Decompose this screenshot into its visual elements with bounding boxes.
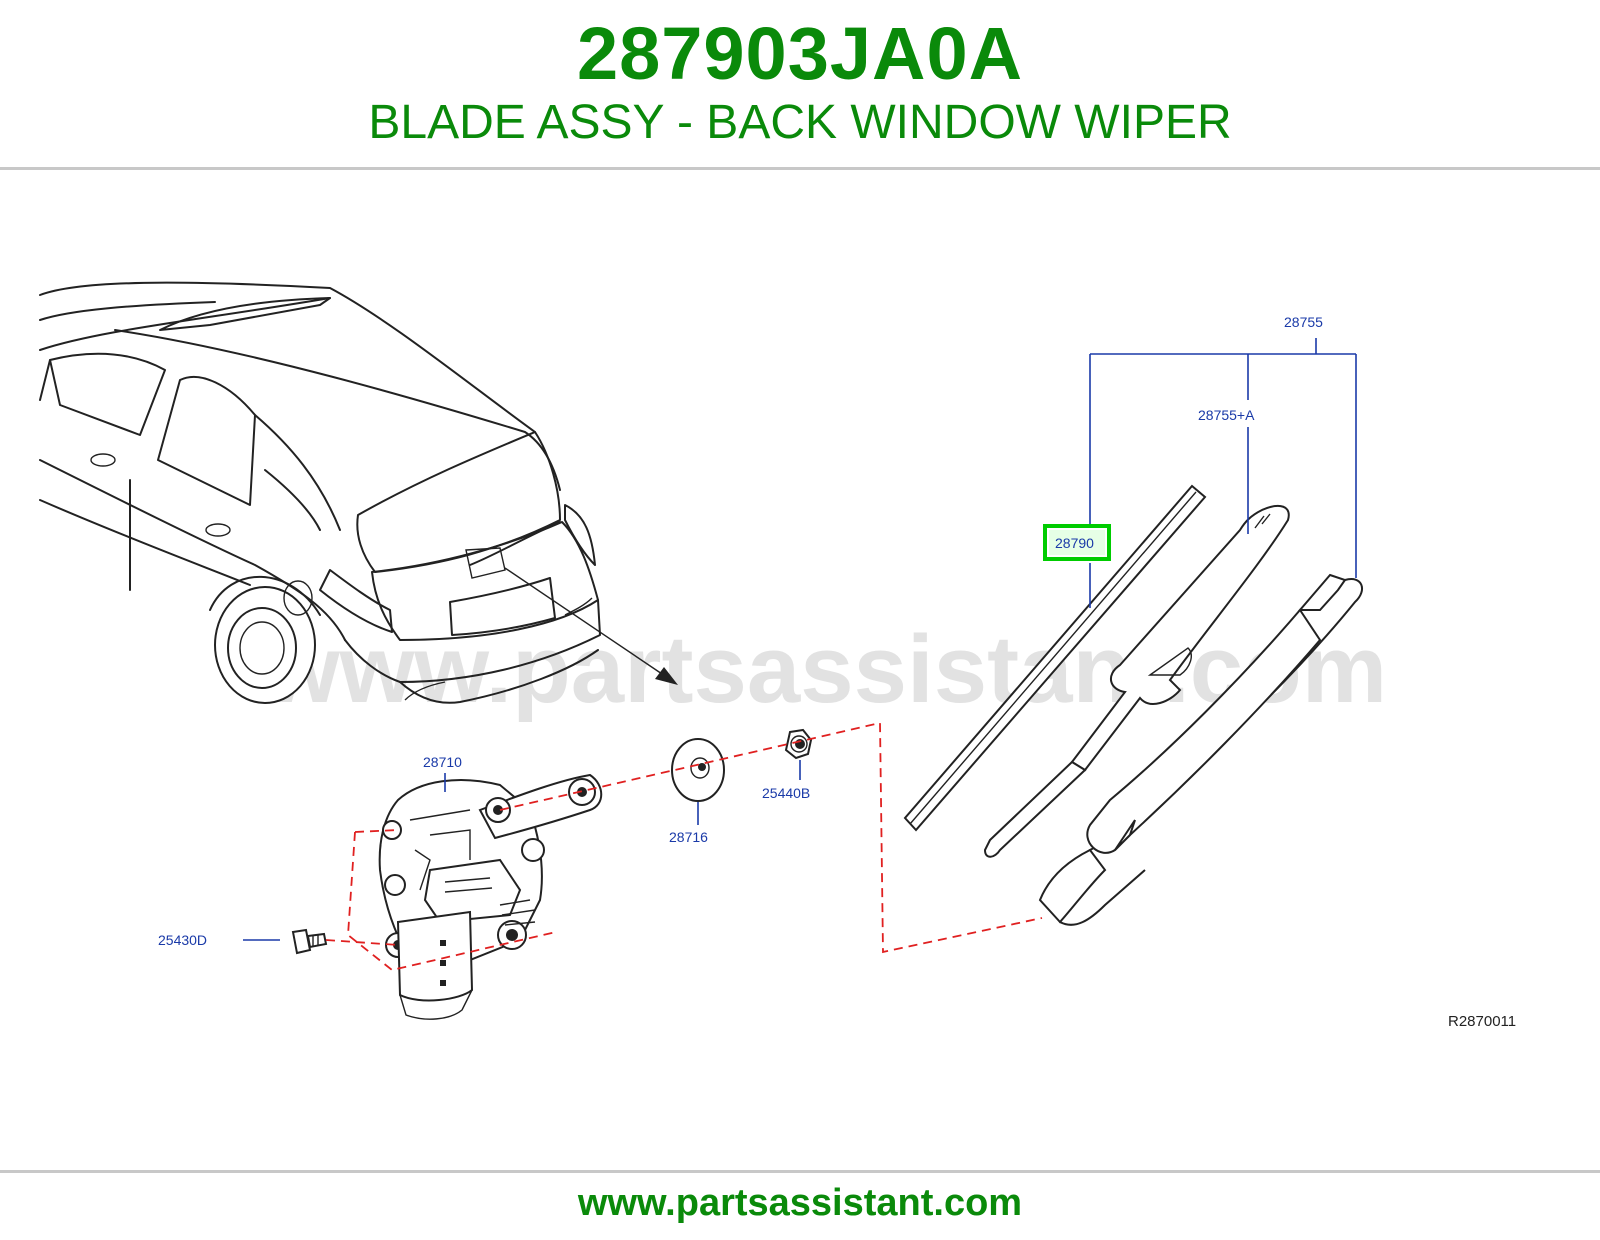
wiper-motor-illustration	[378, 773, 603, 1020]
footer-website-link[interactable]: www.partsassistant.com	[577, 1182, 1023, 1224]
label-28755: 28755	[1284, 314, 1323, 330]
label-28790[interactable]: 28790	[1055, 535, 1094, 551]
parts-diagram-svg: www.partsassistant.com	[39, 281, 1516, 1030]
label-28755-a: 28755+A	[1198, 407, 1255, 423]
label-25430d: 25430D	[158, 932, 207, 948]
highlight-box-28790	[1043, 524, 1111, 561]
label-28716: 28716	[669, 829, 708, 845]
bolt-illustration	[291, 928, 328, 955]
page-header: 287903JA0A BLADE ASSY - BACK WINDOW WIPE…	[0, 0, 1600, 168]
wiper-arm-cover-illustration	[1038, 573, 1364, 926]
part-name-subtitle: BLADE ASSY - BACK WINDOW WIPER	[368, 96, 1232, 149]
label-25440b: 25440B	[762, 785, 810, 801]
leader-lines	[243, 338, 1357, 941]
diagram-reference-code: R2870011	[1448, 1013, 1516, 1030]
part-number-title: 287903JA0A	[576, 12, 1024, 95]
assembly-guide-lines	[325, 721, 1043, 971]
vehicle-illustration	[39, 281, 678, 704]
top-divider	[0, 167, 1600, 170]
highlight-fill-28790	[1049, 530, 1105, 555]
bottom-divider	[0, 1170, 1600, 1173]
label-28710: 28710	[423, 754, 462, 770]
wiper-blade-illustration	[903, 484, 1207, 832]
parts-diagram: www.partsassistant.com	[0, 170, 1600, 1170]
seal-grommet-illustration	[671, 738, 725, 802]
wiper-arm-illustration	[983, 504, 1290, 858]
nut-illustration	[784, 728, 813, 760]
